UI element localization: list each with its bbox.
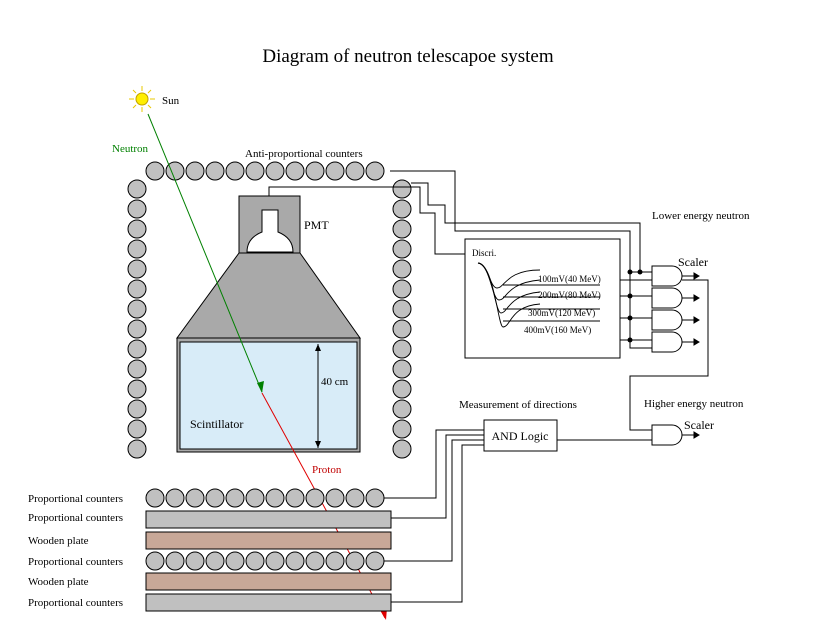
and-gates-top <box>651 265 683 353</box>
scaler-bottom-label: Scaler <box>684 418 714 432</box>
layer-label-5: Wooden plate <box>28 576 89 588</box>
sun-disc <box>135 92 149 106</box>
dimension-label: 40 cm <box>321 376 349 388</box>
lower-energy-label: Lower energy neutron <box>652 210 750 222</box>
sun-label: Sun <box>162 95 180 107</box>
diagram-title: Diagram of neutron telescapoe system <box>262 46 553 67</box>
discriminator-label: Discri. <box>472 248 496 258</box>
threshold-4: 400mV(160 MeV) <box>524 325 591 335</box>
neutron-label: Neutron <box>112 143 149 155</box>
discriminator-box <box>464 238 621 359</box>
anti-counters-left-column <box>127 179 147 459</box>
scintillator-label: Scintillator <box>190 417 243 431</box>
discriminator-pulses <box>477 262 600 328</box>
layer-label-4: Proportional counters <box>28 556 123 568</box>
layer-label-6: Proportional counters <box>28 597 123 609</box>
neutron-track-line <box>147 113 263 393</box>
sun-icon <box>129 86 155 112</box>
scaler-top-label: Scaler <box>678 255 708 269</box>
neutron-track <box>147 113 264 393</box>
discriminator-output-wires <box>620 272 652 349</box>
anti-counters-top-row <box>145 161 385 181</box>
layer-label-1: Proportional counters <box>28 493 123 505</box>
layer-4-tubes <box>145 551 385 571</box>
wire-to-higher-gate <box>629 279 709 431</box>
higher-energy-and-gate <box>651 424 683 446</box>
scintillator <box>179 341 358 450</box>
pmt-tube <box>246 209 294 253</box>
proton-label: Proton <box>312 464 342 476</box>
layer-6-plate <box>145 593 392 612</box>
layer-label-3: Wooden plate <box>28 535 89 547</box>
layer-wires <box>384 429 484 603</box>
pmt-label: PMT <box>304 218 329 232</box>
threshold-1: 100mV(40 MeV) <box>538 274 601 284</box>
neutron-arrowhead <box>257 381 264 393</box>
higher-energy-label: Higher energy neutron <box>644 398 744 410</box>
layer-3-wooden-plate <box>145 531 392 550</box>
layer-1-tubes <box>145 488 385 508</box>
layer-2-plate <box>145 510 392 529</box>
higher-gate-output-arrow <box>682 431 700 439</box>
wire-anti-top <box>390 170 652 273</box>
layer-5-wooden-plate <box>145 572 392 591</box>
dimension-arrow <box>315 344 321 448</box>
anti-counters-right-column <box>392 179 412 459</box>
and-logic-box <box>483 419 558 452</box>
gate-output-arrows <box>682 272 700 346</box>
layer-label-2: Proportional counters <box>28 512 123 524</box>
threshold-2: 200mV(80 MeV) <box>538 290 601 300</box>
wire-pmt <box>268 186 465 255</box>
anti-counters-label: Anti-proportional counters <box>245 148 363 160</box>
wire-anti-right <box>411 182 641 272</box>
junction-dots <box>627 269 643 343</box>
light-guide <box>176 252 361 339</box>
measurement-label: Measurement of directions <box>459 399 577 411</box>
and-logic-label: AND Logic <box>492 429 549 443</box>
threshold-3: 300mV(120 MeV) <box>528 308 595 318</box>
